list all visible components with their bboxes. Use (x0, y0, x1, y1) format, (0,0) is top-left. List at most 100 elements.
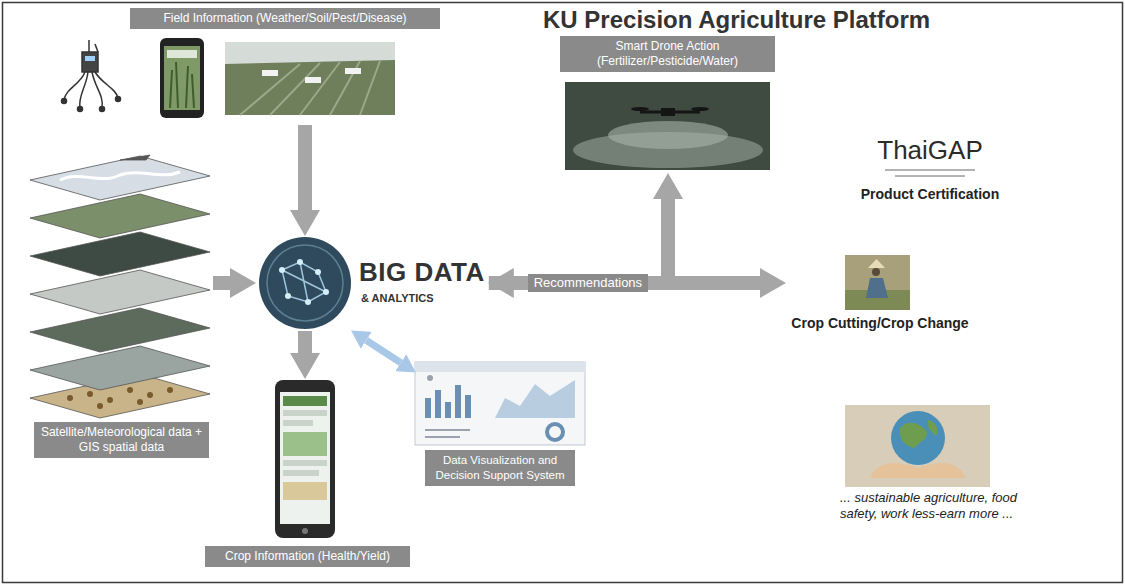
sensor-icon (92, 72, 102, 108)
logo-subtext (885, 169, 975, 171)
field-photo (225, 60, 395, 115)
map-layers (30, 155, 210, 418)
dashboard-screen (427, 375, 433, 381)
sensor-icon (116, 97, 121, 102)
field-photo (305, 77, 321, 83)
dashboard-screen (455, 385, 461, 418)
globe-hands-photo (845, 405, 990, 487)
phone-photo (160, 38, 204, 118)
dashboard-screen (415, 362, 585, 445)
connector-arrow (298, 125, 312, 210)
connector-arrow (489, 199, 668, 283)
analytics-circle (282, 262, 326, 302)
hub-subtitle: & ANALYTICS (361, 291, 434, 305)
phone-photo (164, 46, 200, 110)
analytics-circle (267, 245, 343, 321)
map-layers (120, 155, 150, 160)
globe-hands-photo (900, 423, 927, 448)
goal-block: ... sustainable agriculture, food safety… (835, 400, 1056, 540)
dashboard-screen (415, 362, 585, 445)
dashboard-screen (435, 390, 441, 418)
panel-heading: Data Visualization and Decision Support … (425, 450, 575, 486)
analytics-circle (297, 259, 303, 265)
phone-photo (170, 62, 194, 108)
mobile-phone (302, 528, 308, 534)
input-panel: Field Information (Weather/Soil/Pest/Dis… (55, 8, 445, 125)
mobile-panel: Crop Information (Health/Yield) (205, 378, 414, 573)
sensor-icon (62, 99, 67, 104)
phone-photo (167, 50, 197, 58)
panel-heading: Satellite/Meteorological data + GIS spat… (34, 422, 209, 458)
diagram-title: KU Precision Agriculture Platform (543, 6, 930, 34)
map-layers (30, 346, 210, 390)
frame (3, 3, 1123, 583)
sensor-icon (100, 107, 105, 112)
phone-photo (160, 38, 204, 118)
map-layers (107, 397, 113, 403)
hub-title: BIG DATA (359, 257, 485, 287)
drone-photo (565, 82, 770, 170)
connector-arrow (213, 276, 230, 290)
panel-heading: Field Information (Weather/Soil/Pest/Dis… (130, 8, 440, 29)
logo-subtext (885, 170, 975, 176)
analytics-circle (279, 267, 285, 273)
map-layers (137, 399, 143, 405)
map-layers (30, 232, 210, 276)
dashboard-screen (495, 380, 575, 418)
outcome-block: Crop Cutting/Crop Change (785, 252, 975, 340)
map-layers (97, 403, 103, 409)
sensor-icon (80, 72, 88, 108)
sensor-icon (62, 40, 121, 112)
mobile-phone (283, 420, 313, 426)
crop-cutting-photo (866, 278, 888, 298)
map-layers (30, 270, 210, 314)
analytics-circle (259, 237, 351, 329)
drone-photo (608, 121, 728, 149)
dashboard-panel: Data Visualization and Decision Support … (415, 360, 585, 495)
globe-hands-photo (891, 411, 945, 465)
mobile-phone (283, 396, 327, 406)
mobile-phone (283, 432, 327, 456)
sensor-icon (82, 52, 98, 72)
analytics-circle (323, 289, 329, 295)
globe-hands-photo (870, 463, 966, 478)
globe-hands-photo (845, 405, 990, 487)
note-text: ... sustainable agriculture, food safety… (840, 490, 1052, 522)
analytics-circle (259, 237, 351, 329)
certification-block: ThaiGAPProduct Certification (845, 135, 1015, 210)
crop-cutting-photo (868, 259, 885, 268)
drone-photo (565, 82, 770, 170)
action-panel: Smart Drone Action (Fertilizer/Pesticide… (560, 36, 779, 174)
map-layers (147, 392, 153, 398)
analytics-circle (315, 269, 321, 275)
logo-text: ThaiGAP (877, 135, 983, 165)
field-photo (225, 42, 395, 115)
panel-heading: Smart Drone Action (Fertilizer/Pesticide… (560, 36, 775, 72)
title-holder: KU Precision Agriculture Platform (543, 6, 930, 34)
crop-cutting-photo (845, 255, 910, 310)
mobile-phone (283, 482, 327, 500)
field-photo (240, 61, 380, 115)
mobile-phone (283, 460, 327, 466)
map-layers (30, 194, 210, 238)
edge-label: Recommendations (528, 274, 648, 292)
map-layers (30, 308, 210, 352)
connector-arrow (298, 331, 312, 353)
dashboard-screen (425, 436, 460, 438)
mobile-phone (283, 470, 319, 476)
sensor-icon (88, 40, 90, 52)
dashboard-screen (425, 429, 470, 431)
mobile-phone (275, 380, 335, 538)
drone-photo (631, 107, 649, 111)
drone-photo (691, 107, 709, 111)
dashboard-screen (425, 398, 431, 418)
analytics-circle (305, 299, 311, 305)
sensor-icon (95, 72, 118, 98)
map-layers (30, 156, 210, 200)
caption-text: Crop Cutting/Crop Change (791, 314, 968, 332)
drone-photo (661, 108, 675, 116)
globe-hands-photo (928, 420, 938, 436)
sensor-icon (95, 44, 98, 52)
dashboard-screen (547, 424, 563, 440)
map-layers (87, 391, 93, 397)
